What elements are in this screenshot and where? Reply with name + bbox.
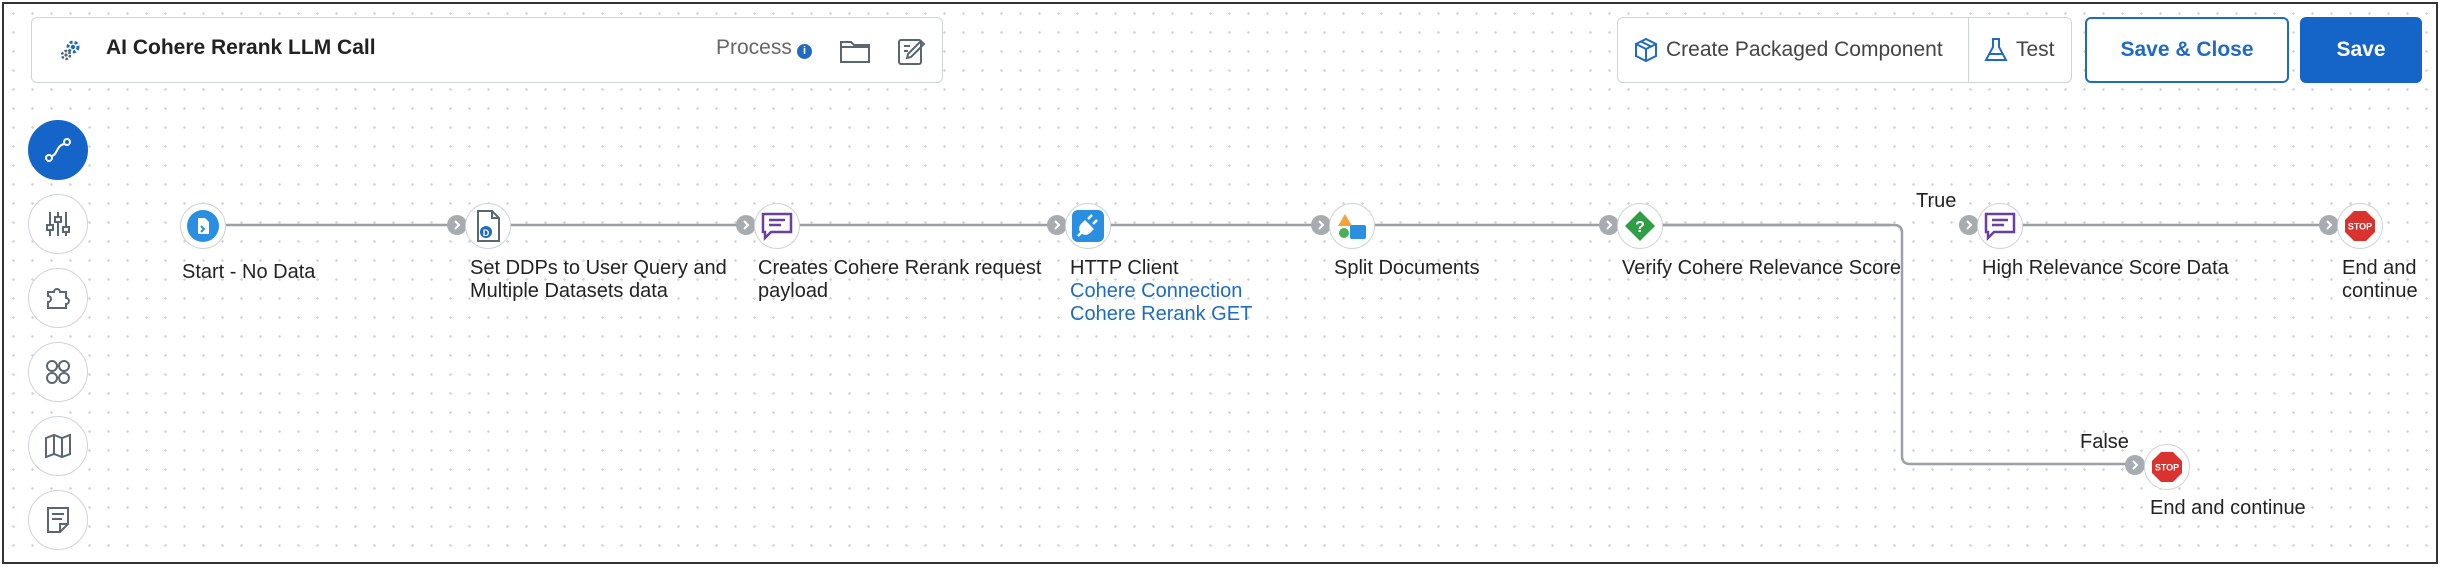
start-icon — [187, 210, 219, 242]
save-button[interactable]: Save — [2300, 17, 2422, 83]
path-icon — [45, 138, 71, 162]
shape-start[interactable] — [180, 203, 226, 249]
map-icon — [45, 433, 71, 459]
svg-text:?: ? — [1635, 219, 1645, 236]
connector-port[interactable] — [1311, 215, 1331, 235]
stop-icon: STOP — [2345, 211, 2375, 241]
shape-label: End and continue — [2150, 497, 2306, 519]
connector-port[interactable] — [2125, 455, 2145, 475]
true-branch-label: True — [1916, 190, 1957, 212]
message-icon — [1984, 212, 2016, 242]
component-type-label: Process — [716, 36, 792, 59]
connector-port[interactable] — [1959, 215, 1979, 235]
shape-label: End and continue — [2342, 257, 2418, 302]
message-icon — [761, 212, 793, 242]
process-gear-icon — [60, 40, 80, 61]
shape-set-ddps[interactable]: D — [465, 203, 511, 249]
connector-port[interactable] — [1599, 215, 1619, 235]
stop-text: STOP — [2348, 222, 2372, 232]
puzzle-icon — [47, 288, 70, 309]
apps-icon — [46, 360, 70, 384]
connector-port[interactable] — [2319, 215, 2339, 235]
shape-label: HTTP Client Cohere Connection Cohere Rer… — [1070, 257, 1253, 325]
operation-link[interactable]: Cohere Rerank GET — [1070, 303, 1253, 325]
decision-icon: ? — [1625, 211, 1655, 241]
save-and-close-button[interactable]: Save & Close — [2085, 17, 2289, 83]
shape-high-relevance[interactable] — [1977, 203, 2023, 249]
shapes-icon — [1338, 214, 1366, 239]
flask-icon — [1984, 38, 2008, 61]
test-button[interactable]: Test — [1969, 18, 2071, 82]
folder-icon[interactable] — [838, 34, 872, 68]
test-label: Test — [2016, 38, 2055, 61]
connector-port[interactable] — [447, 215, 467, 235]
toolbar-notes-button[interactable] — [28, 490, 88, 550]
stop-text: STOP — [2155, 463, 2179, 473]
shape-stop-true[interactable]: STOP — [2337, 203, 2383, 249]
toolbar-settings-button[interactable] — [28, 194, 88, 254]
shape-label: Verify Cohere Relevance Score — [1622, 257, 1902, 279]
page-title: AI Cohere Rerank LLM Call — [106, 36, 376, 59]
info-icon[interactable]: i — [797, 44, 812, 59]
shape-label: High Relevance Score Data — [1982, 257, 2229, 279]
connector-port[interactable] — [736, 215, 756, 235]
create-packaged-component-button[interactable]: Create Packaged Component — [1618, 18, 1969, 82]
stop-icon: STOP — [2152, 452, 2182, 482]
connection-link[interactable]: Cohere Connection — [1070, 280, 1243, 302]
shape-label: Set DDPs to User Query and Multiple Data… — [470, 257, 727, 302]
shape-label: Creates Cohere Rerank request payload — [758, 257, 1042, 302]
toolbar-components-button[interactable] — [28, 268, 88, 328]
shape-creates-payload[interactable] — [754, 203, 800, 249]
edit-icon[interactable] — [894, 32, 930, 68]
false-branch-label: False — [2080, 431, 2129, 453]
shape-label: Split Documents — [1334, 257, 1480, 279]
svg-text:D: D — [483, 228, 490, 238]
toolbar-map-button[interactable] — [28, 416, 88, 476]
sliders-icon — [46, 212, 70, 236]
plug-icon — [1072, 210, 1104, 242]
shape-stop-false[interactable]: STOP — [2144, 444, 2190, 490]
shape-http-client[interactable] — [1065, 203, 1111, 249]
toolbar-apps-button[interactable] — [28, 342, 88, 402]
action-button-group: Create Packaged Component Test — [1617, 17, 2072, 83]
shape-split-documents[interactable] — [1329, 203, 1375, 249]
shape-decision[interactable]: ? — [1617, 203, 1663, 249]
toolbar-path-button[interactable] — [28, 120, 88, 180]
notes-icon — [47, 507, 69, 533]
package-icon — [1635, 37, 1657, 63]
connector-port[interactable] — [1047, 215, 1067, 235]
shape-label: Start - No Data — [182, 261, 316, 283]
process-title-bar: AI Cohere Rerank LLM Call Process i — [31, 17, 943, 83]
create-packaged-label: Create Packaged Component — [1666, 38, 1943, 61]
document-icon: D — [477, 210, 500, 242]
